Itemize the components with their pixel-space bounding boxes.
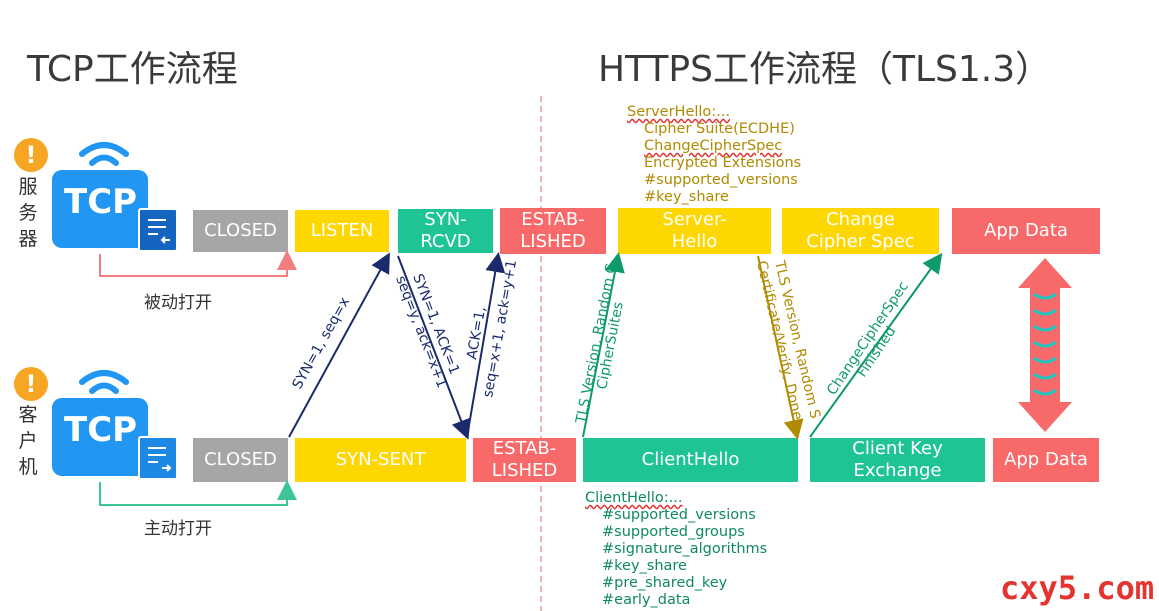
client-open-arrow (99, 480, 297, 506)
server-warning-icon: ! (14, 138, 48, 172)
server-state-serverhello: Server- Hello (618, 208, 771, 254)
client-label: 客 户 机 (18, 404, 38, 478)
client-document-icon (138, 436, 178, 480)
syn-arrow (288, 252, 390, 438)
ccs-label-1: ChangeCipherSpec (824, 279, 912, 399)
client-state-clienthello: ClientHello (583, 438, 798, 482)
server-state-syn-rcvd: SYN- RCVD (398, 209, 493, 253)
serverhello-list-item: #key_share (644, 189, 729, 205)
serverhello-list-item: ServerHello:... (627, 104, 731, 120)
server-open-arrow (99, 250, 297, 277)
server-state-closed: CLOSED (193, 210, 288, 252)
client-state-established: ESTAB- LISHED (473, 438, 576, 482)
divider-line (540, 96, 542, 611)
app-data-double-arrow (1018, 258, 1072, 432)
client-state-syn-sent: SYN-SENT (295, 438, 466, 482)
serverhello-list-item: Encrypted Extensions (644, 155, 802, 171)
client-state-closed: CLOSED (193, 438, 288, 482)
clienthello-list-item: ClientHello:... (585, 490, 683, 506)
clienthello-list-item: #signature_algorithms (602, 541, 768, 557)
server-open-label: 被动打开 (144, 293, 212, 313)
server-state-listen: LISTEN (295, 210, 389, 252)
https-title: HTTPS工作流程（TLS1.3） (598, 49, 1052, 90)
clienthello-list-item: #supported_groups (602, 524, 745, 540)
serverhello-list-item: Cipher Suite(ECDHE) (644, 121, 795, 137)
server-wifi-icon (79, 142, 129, 166)
server-state-established: ESTAB- LISHED (500, 208, 606, 254)
server-state-app-data: App Data (952, 208, 1100, 254)
client-wifi-icon (79, 370, 129, 394)
ack-arrow (466, 252, 506, 438)
client-warning-icon: ! (14, 367, 48, 401)
server-label: 服 务 器 (18, 176, 38, 250)
clienthello-detail-list: ClientHello:... #supported_versions #sup… (585, 490, 767, 609)
synack-arrow (397, 255, 471, 440)
clienthello-list-item: #key_share (602, 558, 687, 574)
serverhello-detail-list: ServerHello:... Cipher Suite(ECDHE) Chan… (627, 104, 801, 206)
client-state-client-key-exchange: Client Key Exchange (810, 438, 985, 482)
watermark: cxy5.com (1000, 569, 1155, 607)
serverhello-arrow (757, 255, 804, 440)
clienthello-list-item: #pre_shared_key (602, 575, 728, 591)
serverhello-list-item: ChangeCipherSpec (644, 138, 783, 154)
clienthello-list-item: #supported_versions (602, 507, 756, 523)
server-tcp-logo: TCP (52, 170, 148, 248)
clienthello-arrow (582, 252, 625, 438)
ccs-arrow (809, 252, 943, 438)
server-document-icon (138, 208, 178, 252)
tcp-title: TCP工作流程 (27, 49, 238, 90)
client-open-label: 主动打开 (144, 519, 212, 539)
clienthello-list-item: #early_data (602, 592, 691, 608)
server-state-change-cipher-spec: Change Cipher Spec (782, 208, 939, 254)
client-tcp-logo: TCP (52, 398, 148, 476)
serverhello-list-item: #supported_versions (644, 172, 798, 188)
client-state-app-data: App Data (993, 438, 1099, 482)
